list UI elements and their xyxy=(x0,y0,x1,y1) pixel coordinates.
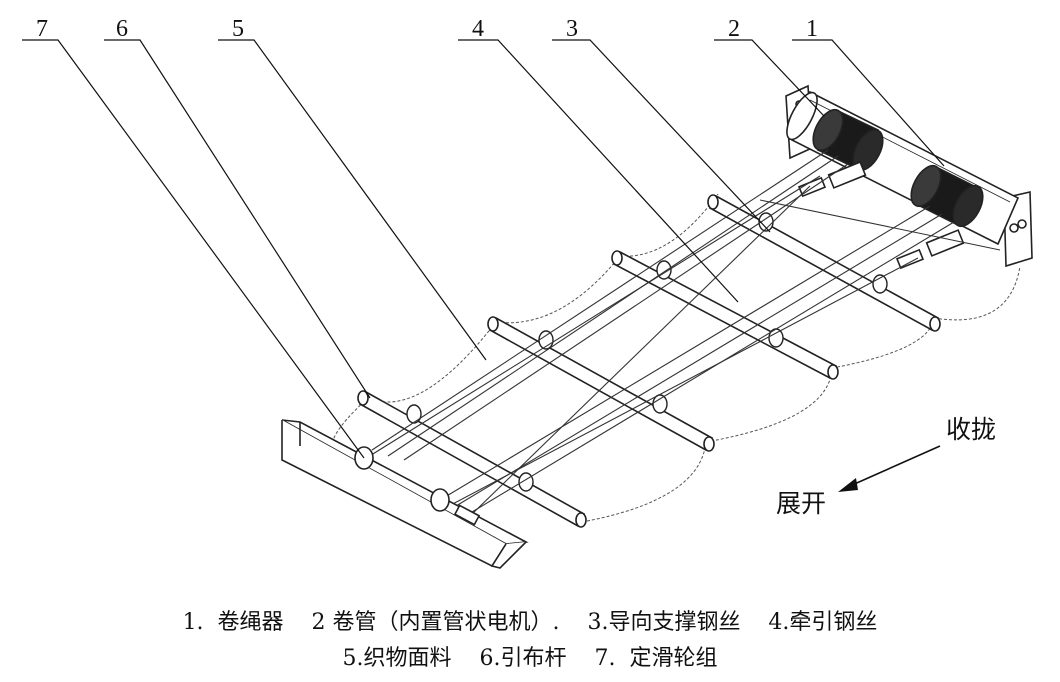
fixed-pulley xyxy=(430,488,450,512)
callout-3: 3 xyxy=(566,16,578,42)
retract-label: 收拢 xyxy=(946,415,996,444)
rope-winder xyxy=(812,108,884,172)
guide-and-traction-wires xyxy=(359,149,1001,517)
callout-6: 6 xyxy=(116,16,128,42)
leader-line-6 xyxy=(104,39,371,399)
leader-line-4 xyxy=(458,39,739,303)
callout-5: 5 xyxy=(232,16,244,42)
extend-label: 展开 xyxy=(776,489,826,518)
callout-1: 1 xyxy=(806,16,818,42)
leader-line-5 xyxy=(218,39,487,361)
fixed-pulley-channel xyxy=(281,419,529,569)
fabric-material xyxy=(331,193,1021,523)
rope-winder xyxy=(910,164,984,228)
leader-line-7 xyxy=(22,39,365,459)
roller-tube-assembly xyxy=(785,84,1033,270)
direction-arrow xyxy=(849,445,941,487)
callout-7: 7 xyxy=(36,16,48,42)
leader-line-3 xyxy=(552,39,771,233)
caption-line-1: 1. 卷绳器 2 卷管（内置管状电机）. 3.导向支撑钢丝 4.牵引钢丝 xyxy=(182,610,878,635)
fabric-guide-poles xyxy=(357,194,941,528)
leader-line-1 xyxy=(792,39,945,167)
callout-4: 4 xyxy=(472,16,484,42)
arrow-head-icon xyxy=(838,478,858,492)
leader-line-2 xyxy=(714,39,825,117)
pole-pulleys xyxy=(406,212,888,492)
callout-leader-lines xyxy=(22,39,945,459)
caption-line-2: 5.织物面料 6.引布杆 7. 定滑轮组 xyxy=(342,646,718,671)
direction-indicator: 收拢 展开 xyxy=(776,415,996,518)
callout-2: 2 xyxy=(728,16,740,42)
